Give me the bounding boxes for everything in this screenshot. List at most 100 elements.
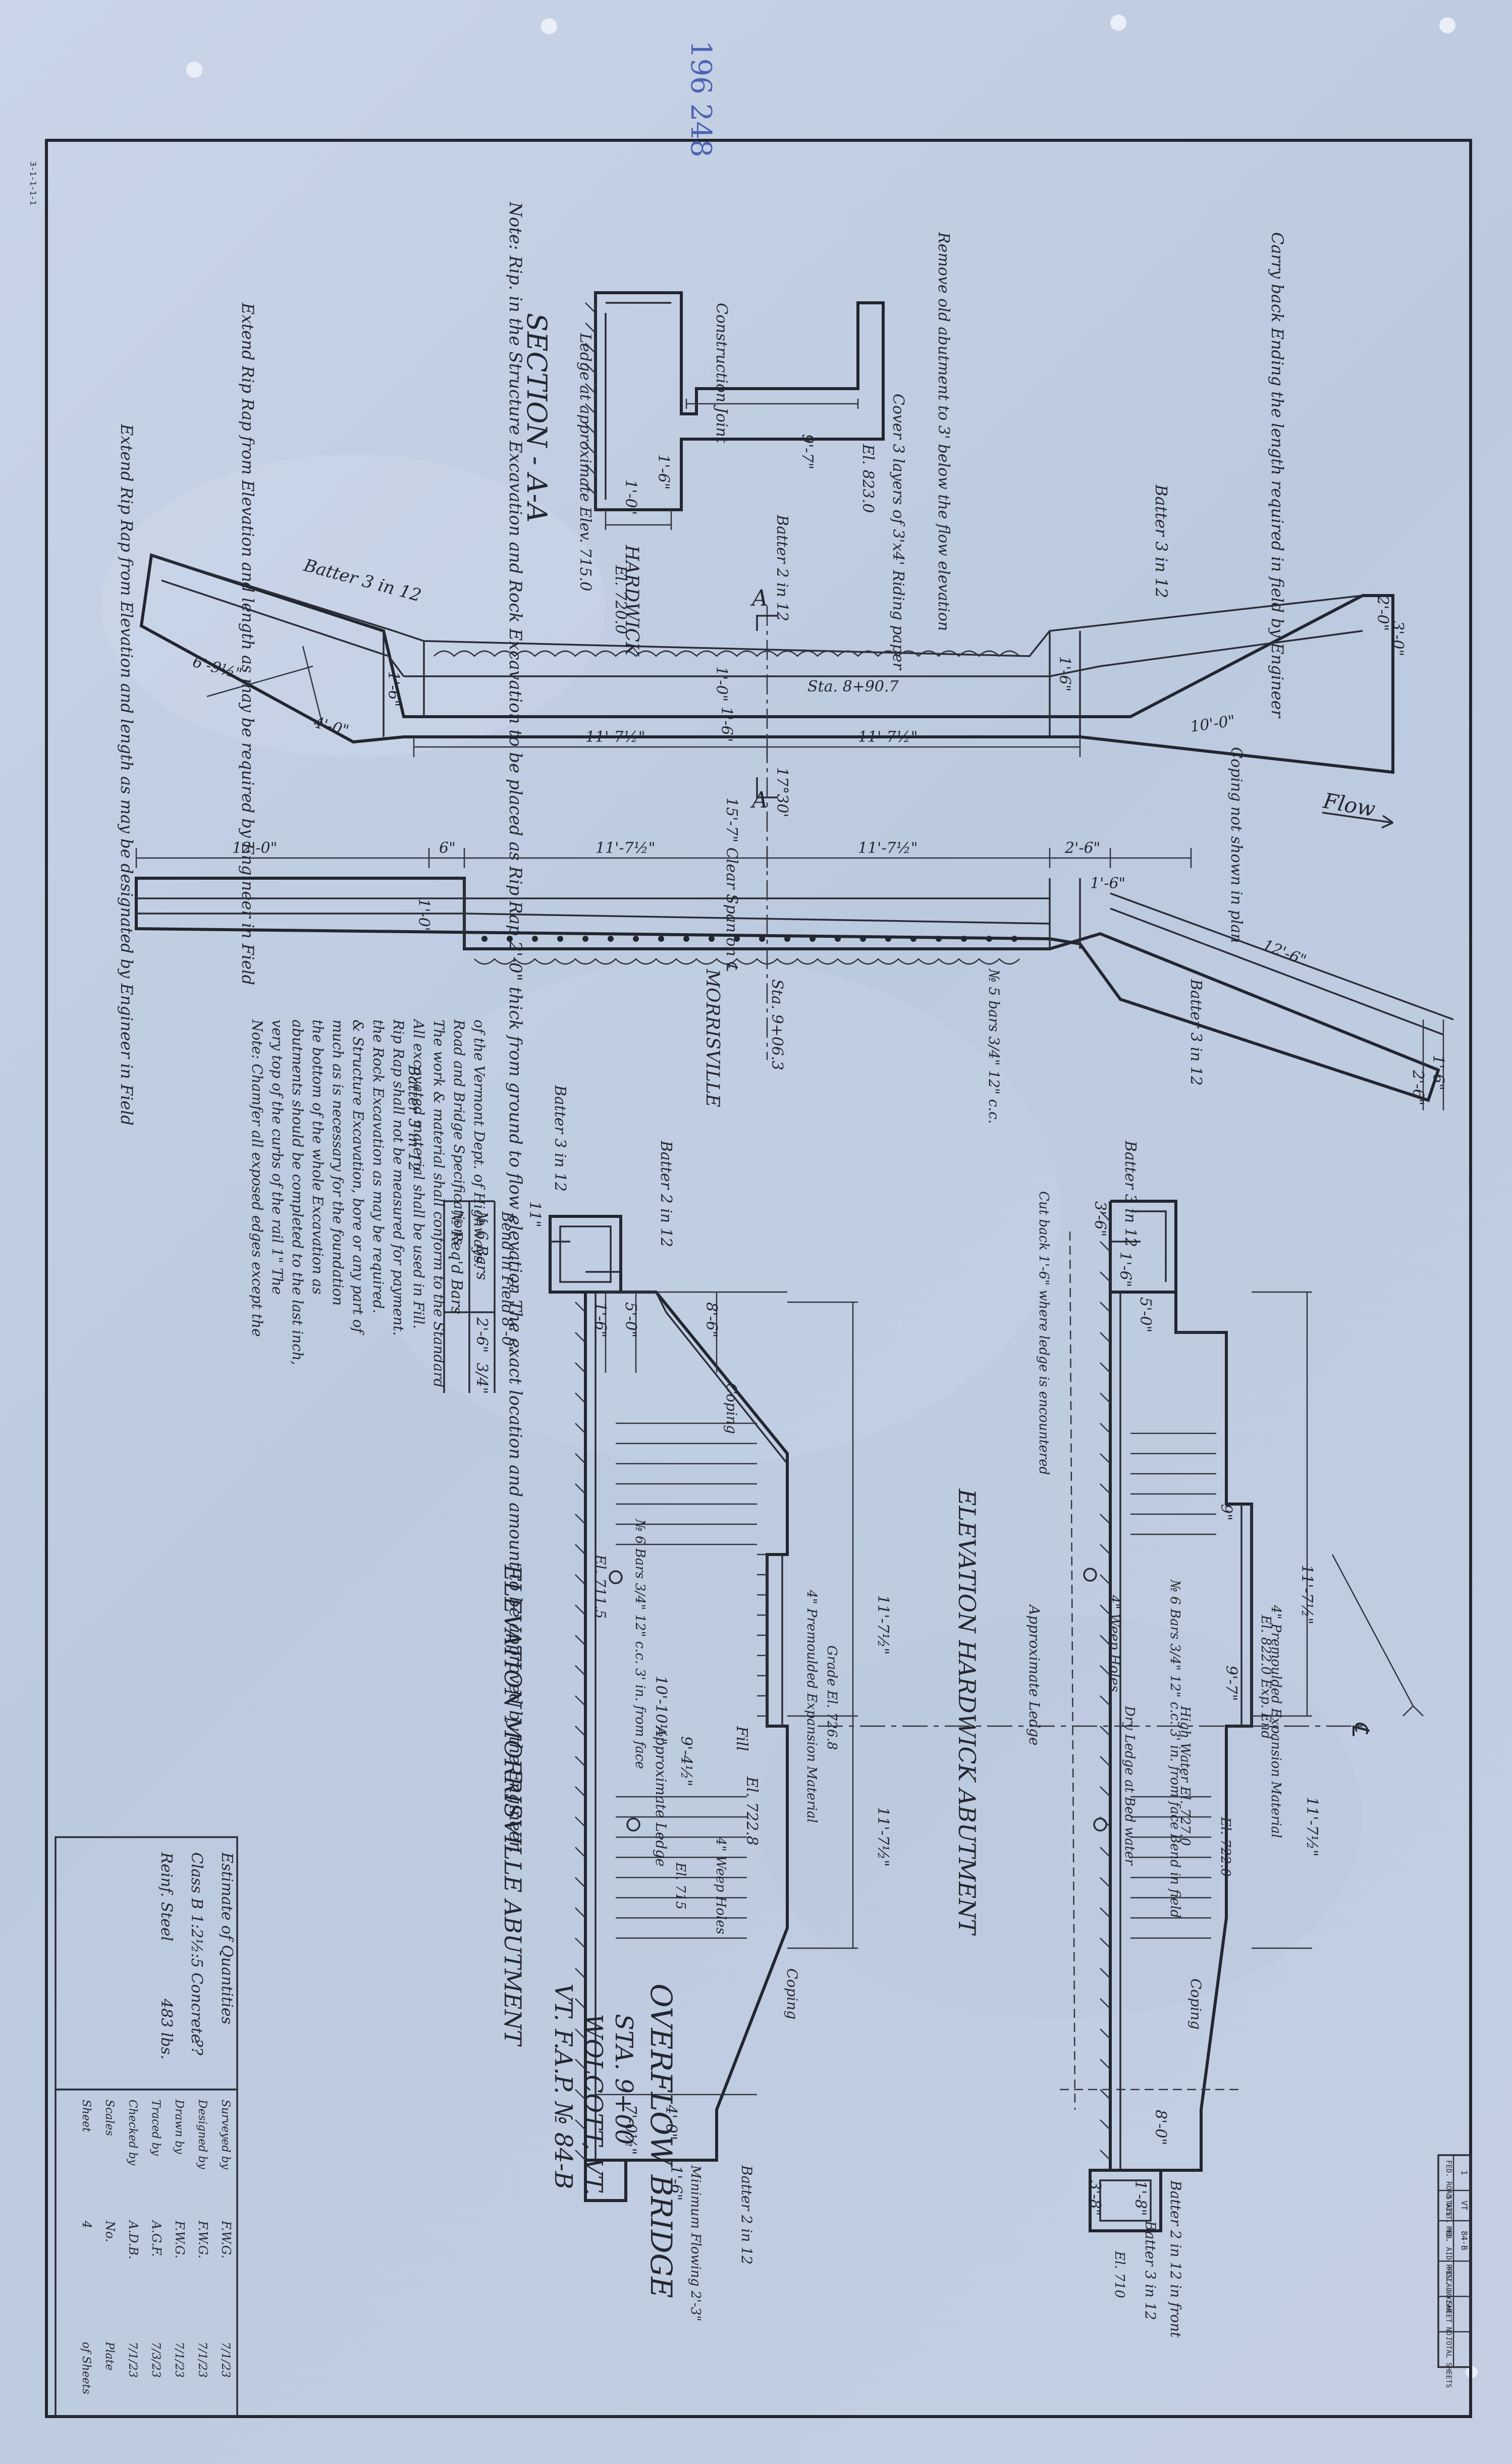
svg-text:Batter 3 in 12: Batter 3 in 12 [1187,979,1205,1086]
morrisville-elevation: Batter 3 in 12 Batter 2 in 12 1'-6" 5'-0… [499,1085,892,2322]
svg-text:El. 720.0: El. 720.0 [612,565,629,634]
signature-role: Checked by [126,2100,139,2166]
svg-text:1'-6": 1'-6" [655,454,672,490]
carry-back-note: Carry back Ending the length required in… [1268,232,1287,718]
signature-date: 7/1/23 [219,2342,232,2378]
svg-text:1'-6": 1'-6" [385,671,402,707]
signature-date: 7/1/23 [173,2342,185,2378]
svg-text:Batter 2 in 12: Batter 2 in 12 [657,1140,675,1247]
svg-text:Sta. 8+90.7: Sta. 8+90.7 [807,678,899,695]
svg-text:El. 722.8: El. 722.8 [743,1776,761,1845]
centerline-symbol: ℄ [1347,1721,1374,1737]
svg-text:6": 6" [439,839,456,857]
svg-text:12'-0": 12'-0" [232,839,277,857]
svg-text:WOLCOTT, VT.: WOLCOTT, VT. [579,2014,608,2195]
svg-text:SECTION - A-A: SECTION - A-A [521,313,553,522]
signature-date: 7/3/23 [149,2342,162,2378]
svg-text:Cut back 1'-6" where ledge is: Cut back 1'-6" where ledge is encountere… [1036,1191,1051,1475]
svg-text:Approximate Ledge: Approximate Ledge [653,1725,669,1867]
signature-role: Drawn by [173,2099,185,2154]
svg-text:Estimate of Quantities: Estimate of Quantities [218,1852,236,2024]
svg-text:5'-0": 5'-0" [1137,1297,1154,1332]
svg-text:3'-6": 3'-6" [1091,1201,1109,1237]
svg-text:Coping: Coping [784,1968,800,2019]
svg-text:Batter 3 in 12: Batter 3 in 12 [1152,484,1171,598]
signature-name: No. [103,2220,117,2242]
svg-text:1'-6": 1'-6" [1056,656,1073,691]
svg-text:A: A [750,585,768,611]
svg-text:4'-0": 4'-0" [662,2104,680,2140]
project-box: FED. ROAD DIST. NO. STATE FED. AID PROJ.… [1437,2154,1472,2388]
svg-text:1'-6": 1'-6" [591,1302,609,1337]
svg-text:11'-7½": 11'-7½" [1303,1797,1321,1857]
svg-text:15'-7" Clear Span on ℄: 15'-7" Clear Span on ℄ [723,797,740,971]
svg-text:Grade El. 726.8: Grade El. 726.8 [824,1645,839,1750]
svg-text:1'-0": 1'-0" [415,898,433,934]
svg-text:11'-7½": 11'-7½" [858,728,918,746]
signature-name: F.W.G. [196,2220,210,2259]
svg-text:OVERFLOW BRIDGE: OVERFLOW BRIDGE [644,1984,678,2298]
svg-text:Bend in Field: Bend in Field [498,1211,516,1314]
svg-text:9": 9" [1217,1504,1235,1521]
svg-text:STA. 9+00: STA. 9+00 [610,2014,638,2145]
pencil-sheet-number: 196 248 [684,40,717,157]
hardwick-elevation: Batter 3 in 12 Cut back 1'-6" where ledg… [953,1140,1424,2338]
svg-text:Cover 3 layers of 3'x4' Riding: Cover 3 layers of 3'x4' Riding paper [889,394,907,671]
svg-text:Minimum Flowing 2'-3": Minimum Flowing 2'-3" [688,2165,703,2322]
signature-date: 7/1/23 [196,2342,208,2378]
svg-text:2'-6": 2'-6" [473,1317,491,1353]
svg-text:Coping not shown in plan: Coping not shown in plan [1227,747,1245,943]
signature-role: Traced by [149,2100,162,2156]
svg-text:Ledge at approximate Elev. 715: Ledge at approximate Elev. 715.0 [576,333,594,591]
svg-text:1'-6": 1'-6" [718,707,735,742]
svg-text:4" Premoulded Expansion Materi: 4" Premoulded Expansion Material [1268,1604,1283,1838]
svg-text:TOTAL SHEETS: TOTAL SHEETS [1444,2337,1452,2388]
svg-text:№ Req'd Bars: № Req'd Bars [448,1210,465,1314]
svg-text:3'-8": 3'-8" [1086,2180,1104,2216]
svg-text:3/4": 3/4" [473,1363,491,1394]
svg-text:Class B 1:2½:5 Concrete: Class B 1:2½:5 Concrete [188,1852,205,2043]
sheet-border [45,139,1472,2418]
svg-text:A: A [750,787,768,813]
svg-text:2'-6": 2'-6" [1064,839,1100,857]
svg-text:5'-0": 5'-0" [622,1302,639,1337]
svg-text:1'-6": 1'-6" [1429,1055,1447,1090]
svg-text:SHEET NO.: SHEET NO. [1444,2301,1452,2340]
svg-text:8'-0": 8'-0" [1152,2110,1169,2145]
svg-text:1'-6": 1'-6" [1116,1252,1134,1287]
signature-name: A.G.F. [149,2220,164,2257]
svg-text:1'-6": 1'-6" [1090,875,1125,892]
title-block: OVERFLOW BRIDGE STA. 9+00 WOLCOTT, VT. V… [549,1984,678,2298]
svg-text:3'-0": 3'-0" [1389,621,1407,656]
svg-text:Batter 2 in 12: Batter 2 in 12 [738,2165,755,2265]
svg-text:12'-6": 12'-6" [1260,936,1309,970]
svg-text:VT. F.A.P. № 84-B: VT. F.A.P. № 84-B [549,1984,577,2189]
svg-text:Coping: Coping [1187,1978,1204,2029]
estimate-box: Estimate of Quantities Class B 1:2½:5 Co… [55,1836,238,2091]
svg-text:№ 6 Bars: № 6 Bars [473,1210,491,1280]
svg-text:El. 710: El. 710 [1112,2251,1127,2298]
rip-rap-note: Note: Rip. in the Structure Excavation a… [505,201,525,1853]
svg-text:1'-0": 1'-0" [713,666,730,702]
signature-role: Designed by [196,2099,208,2169]
svg-text:9'-7": 9'-7" [1222,1666,1240,1701]
svg-text:High Water El. 727.0: High Water El. 727.0 [1177,1705,1193,1846]
svg-text:11'-7½": 11'-7½" [585,728,645,746]
plan-view [135,553,1454,1110]
svg-text:El. 823.0: El. 823.0 [859,444,877,513]
svg-text:1'-8": 1'-8" [1131,2180,1149,2216]
punch-holes [186,15,1478,2378]
svg-text:MORRISVILLE: MORRISVILLE [702,969,723,1107]
svg-text:11'-7½": 11'-7½" [858,839,918,857]
svg-text:11'-7½": 11'-7½" [1298,1565,1316,1625]
svg-text:El. 822.0 Exp. End: El. 822.0 Exp. End [1258,1615,1273,1739]
signature-name: F.W.G. [219,2220,233,2259]
svg-text:1'-6": 1'-6" [667,2165,685,2201]
svg-text:El. 715: El. 715 [673,1862,688,1909]
svg-text:8'-6": 8'-6" [703,1302,720,1337]
svg-text:Dry Ledge at Bed water: Dry Ledge at Bed water [1122,1705,1137,1866]
svg-text:№ 6 Bars 3/4" 12" c.c. 3' in.: № 6 Bars 3/4" 12" c.c. 3' in. from face [632,1519,647,1769]
